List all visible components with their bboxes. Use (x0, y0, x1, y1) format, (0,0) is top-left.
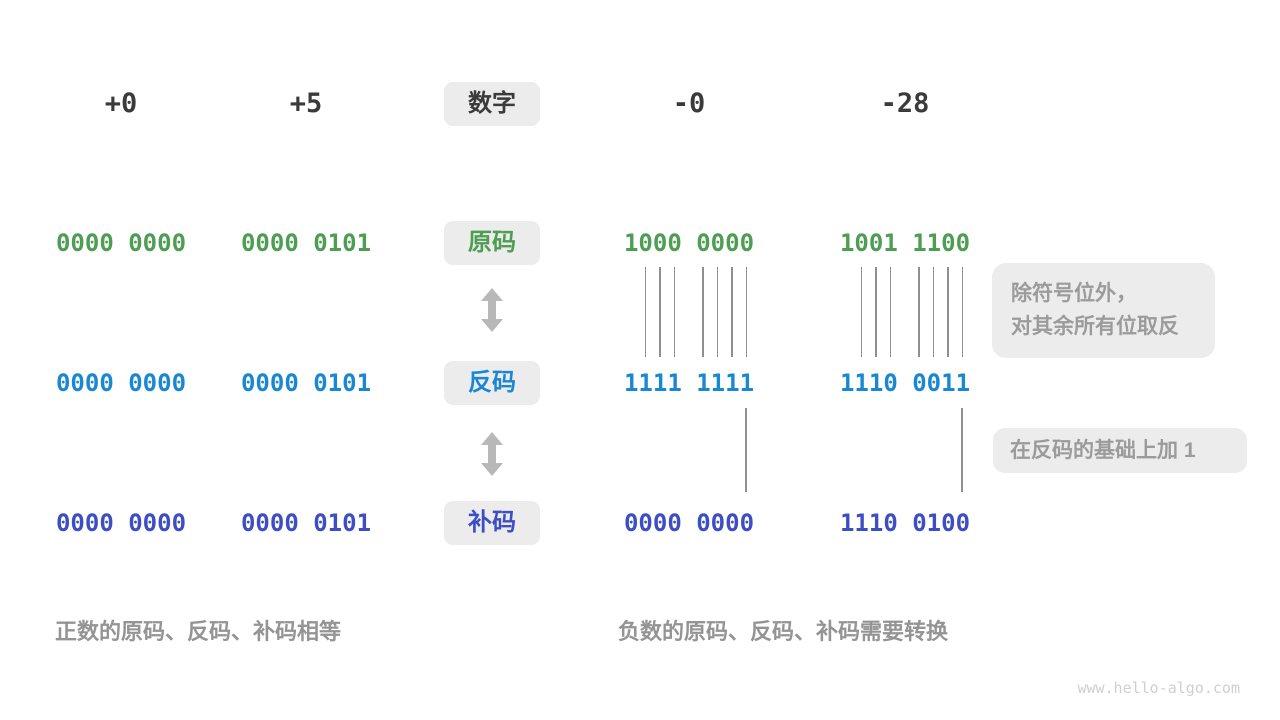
bit-flip-connector-line (961, 267, 964, 357)
ones-complement-value: 1111 1111 (623, 369, 755, 397)
badge-ones-complement: 反码 (444, 361, 540, 405)
header-value-plus-five: +5 (289, 88, 323, 119)
header-value-minus-28: -28 (880, 88, 930, 119)
bit-flip-connector-line (731, 267, 733, 357)
twos-complement-value: 0000 0000 (623, 509, 755, 537)
bit-flip-connector-line (644, 267, 647, 357)
bit-flip-connector-line (889, 267, 892, 357)
bit-flip-connector-line (716, 267, 719, 357)
bit-flip-connector-line (875, 267, 877, 357)
twos-complement-value: 0000 0101 (240, 509, 372, 537)
ones-complement-value: 1110 0011 (839, 369, 971, 397)
annotation-flip-bits-line2: 对其余所有位取反 (1011, 315, 1179, 338)
annotation-flip-bits-line1: 除符号位外， (1011, 282, 1137, 305)
sign-magnitude-value: 0000 0101 (240, 229, 372, 257)
badge-sign-magnitude: 原码 (444, 221, 540, 265)
swap-arrow-icon (481, 432, 503, 476)
carry-connector-line (961, 408, 963, 492)
header-value-plus-zero: +0 (104, 88, 138, 119)
bit-flip-connector-line (947, 267, 949, 357)
annotation-add-one: 在反码的基础上加 1 (993, 428, 1247, 473)
bit-flip-connector-line (918, 267, 920, 357)
sign-magnitude-value: 1000 0000 (623, 229, 755, 257)
ones-complement-value: 0000 0000 (55, 369, 187, 397)
caption-negative-numbers: 负数的原码、反码、补码需要转换 (618, 619, 949, 644)
badge-twos-complement: 补码 (444, 501, 540, 545)
bit-flip-connector-line (673, 267, 676, 357)
bit-flip-connector-line (659, 267, 661, 357)
sign-magnitude-value: 1001 1100 (839, 229, 971, 257)
header-value-minus-zero: -0 (672, 88, 706, 119)
twos-complement-value: 1110 0100 (839, 509, 971, 537)
swap-arrow-icon (481, 288, 503, 332)
bit-flip-connector-line (932, 267, 935, 357)
carry-connector-line (745, 408, 747, 492)
bit-flip-connector-line (745, 267, 748, 357)
header-badge-number: 数字 (444, 82, 540, 126)
bit-flip-connector-line (702, 267, 704, 357)
bit-flip-connector-line (860, 267, 863, 357)
annotation-flip-bits: 除符号位外， 对其余所有位取反 (992, 263, 1215, 358)
caption-positive-numbers: 正数的原码、反码、补码相等 (55, 619, 342, 644)
twos-complement-value: 0000 0000 (55, 509, 187, 537)
watermark-url: www.hello-algo.com (1077, 679, 1240, 697)
ones-complement-value: 0000 0101 (240, 369, 372, 397)
sign-magnitude-value: 0000 0000 (55, 229, 187, 257)
